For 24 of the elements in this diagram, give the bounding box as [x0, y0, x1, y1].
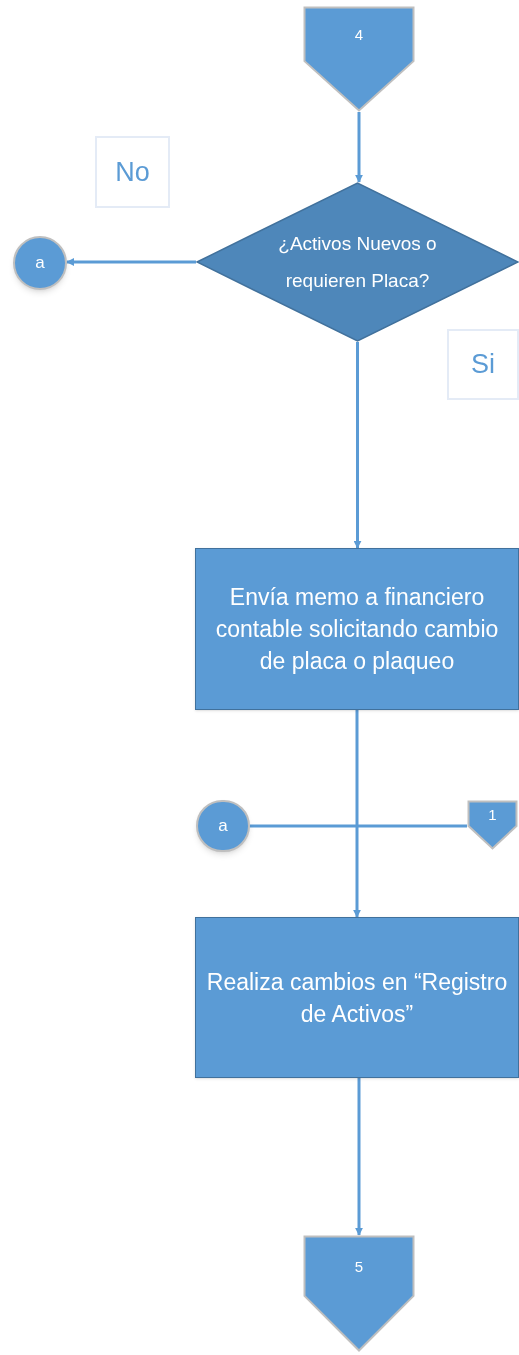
node-text: a — [35, 252, 45, 275]
node-text: 1 — [488, 804, 497, 825]
arrow — [355, 1078, 363, 1236]
off-page-connector — [467, 800, 518, 850]
arrow — [353, 710, 361, 918]
arrow — [353, 342, 362, 549]
branch-label-box — [447, 329, 519, 400]
connector-line — [250, 824, 467, 828]
node-text: ¿Activos Nuevos o requieren Placa? — [277, 232, 438, 293]
arrow — [66, 258, 196, 266]
node-text: a — [218, 815, 228, 838]
node-text: Envía memo a financiero contable solicitando cambio de placa o plaqueo — [214, 583, 500, 676]
node-text: 4 — [354, 25, 364, 46]
node-text: 5 — [354, 1257, 364, 1278]
off-page-connector — [303, 6, 415, 112]
arrow — [355, 112, 363, 183]
node-text: Si — [471, 348, 495, 382]
branch-label-box — [95, 136, 170, 208]
process-box — [195, 917, 519, 1078]
node-text: Realiza cambios en “Registro de Activos” — [205, 967, 509, 1029]
node-text: No — [115, 155, 150, 189]
off-page-connector — [303, 1235, 415, 1352]
decision-diamond — [196, 182, 519, 342]
process-box — [195, 548, 519, 710]
